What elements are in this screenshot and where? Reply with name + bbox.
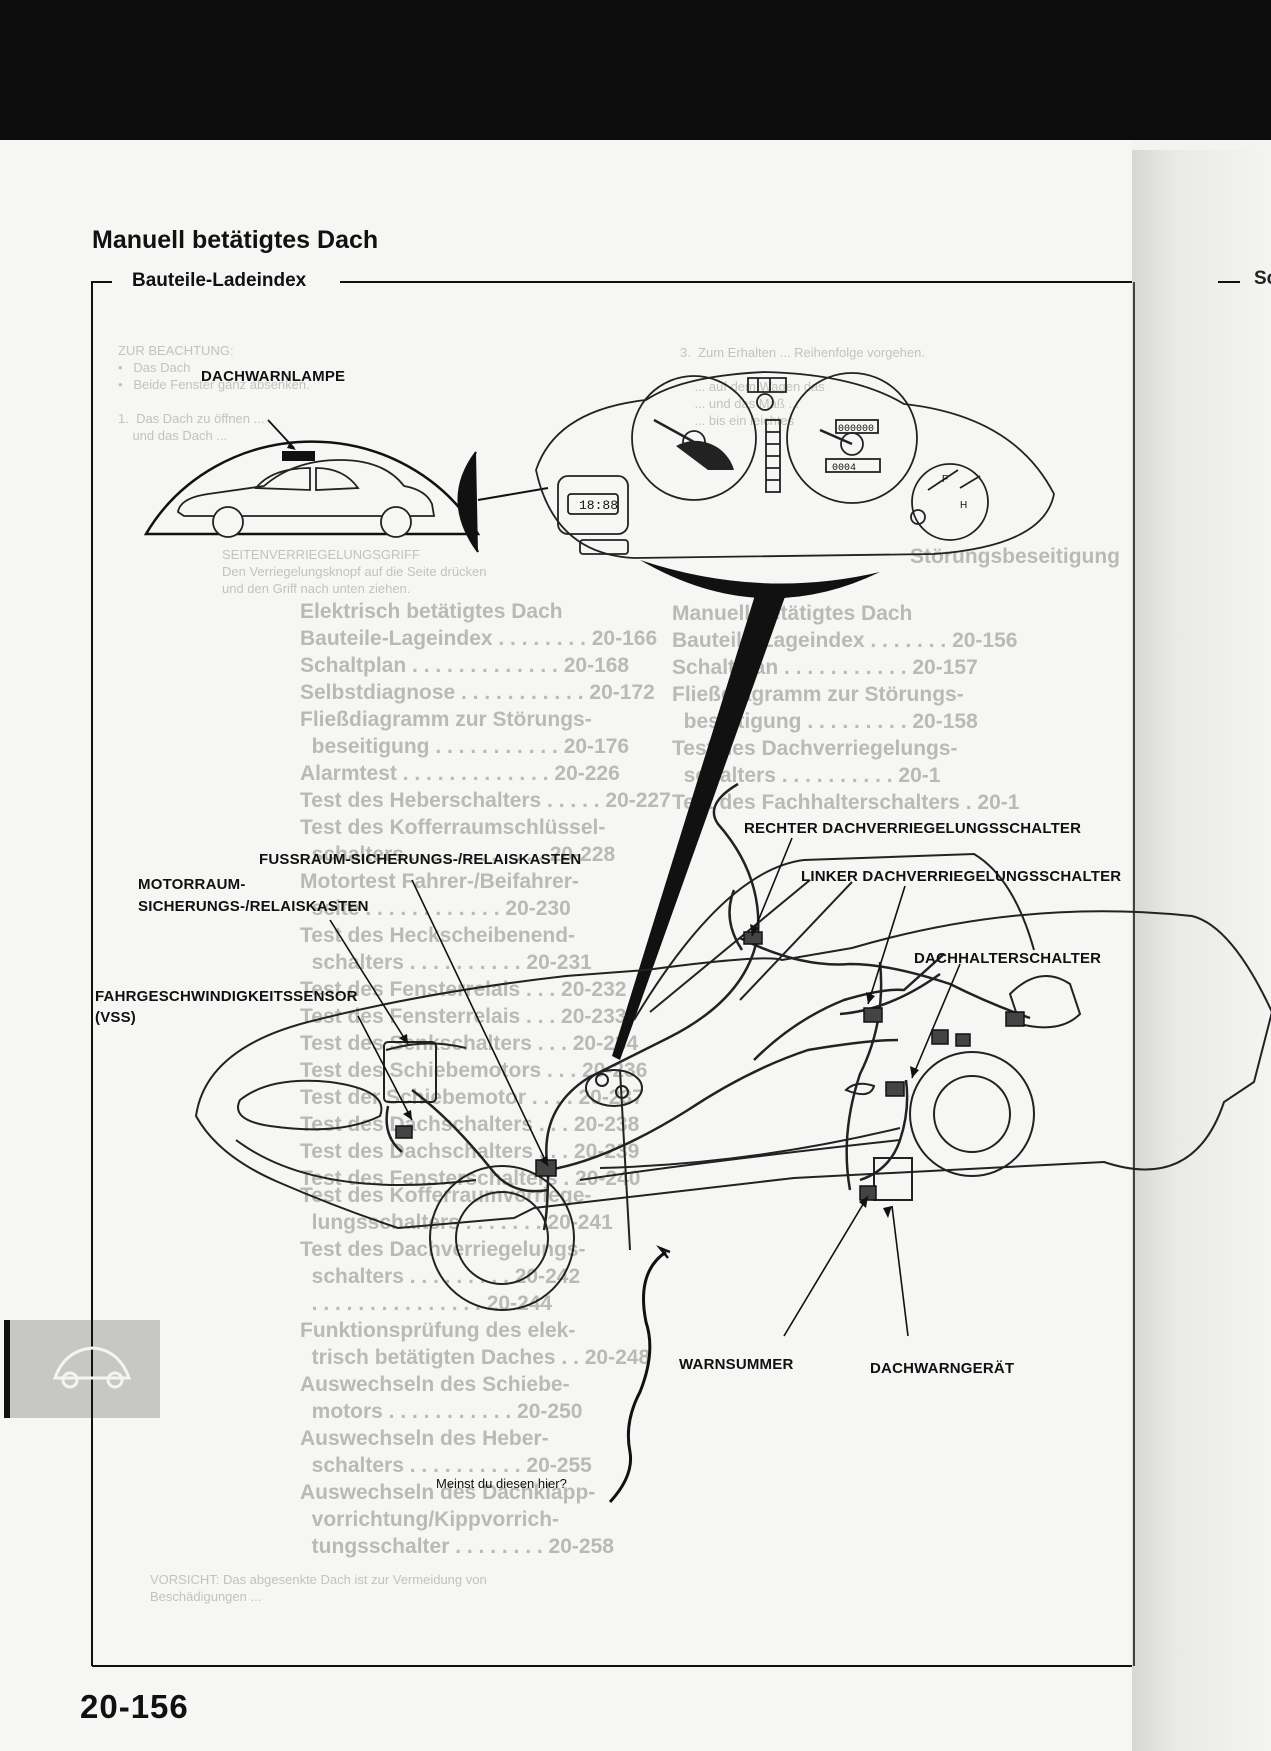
label-vss-line2: (VSS) xyxy=(95,1009,137,1026)
bleed-through-note-mid: SEITENVERRIEGELUNGSGRIFF Den Verriegelun… xyxy=(222,547,487,596)
bleed-through-note-bottom: VORSICHT: Das abgesenkte Dach ist zur Ve… xyxy=(150,1572,487,1604)
handwritten-annotation-arrow xyxy=(608,1250,667,1504)
chapter-tab-bar xyxy=(4,1320,14,1418)
harness-connectors xyxy=(395,931,1025,1201)
label-rechter-dachverriegelungsschalter: RECHTER DACHVERRIEGELUNGSSCHALTER xyxy=(744,820,1082,837)
instrument-cluster xyxy=(535,371,1055,559)
section-heading: Bauteile-Ladeindex xyxy=(126,270,313,292)
leader-arrowheads xyxy=(399,924,919,1218)
roof-warning-lamp-inset xyxy=(143,440,481,536)
inset-car-silhouette xyxy=(177,459,436,538)
label-dachhalterschalter: DACHHALTERSCHALTER xyxy=(914,950,1102,967)
scan-right-page-edge xyxy=(1132,150,1271,1751)
chapter-tab xyxy=(10,1320,160,1418)
leader-dachhalterschalter xyxy=(911,963,961,1079)
page-number: 20-156 xyxy=(80,1688,189,1725)
handwritten-annotation-text: Meinst du diesen hier? xyxy=(436,1476,567,1491)
scan-dark-border xyxy=(0,0,1271,140)
car-body xyxy=(194,852,1271,1311)
manual-page xyxy=(0,140,1132,1751)
label-dachwarnlampe: DACHWARNLAMPE xyxy=(201,368,346,385)
cluster-lower-arc xyxy=(640,560,880,599)
leader-linker-schalter xyxy=(867,885,906,1005)
cluster-pointer-wedge xyxy=(612,592,786,1060)
section-frame-left xyxy=(91,281,112,1666)
cluster-trip: 0004 xyxy=(832,463,856,474)
cluster-clock-text: 18:88 xyxy=(579,498,618,513)
page-title: Manuell betätigtes Dach xyxy=(92,226,379,254)
cluster-fuel-f: F xyxy=(942,474,948,485)
label-vss-line1: FAHRGESCHWINDIGKEITSSENSOR xyxy=(95,988,358,1005)
leader-dachwarngeraet xyxy=(891,1205,909,1337)
bleed-through-left: Elektrisch betätigtes Dach Bauteile-Lage… xyxy=(300,600,671,866)
leader-fussraum xyxy=(411,879,549,1167)
bleed-through-note-top: ZUR BEACHTUNG: • Das Dach • Beide Fenste… xyxy=(118,343,310,443)
wiring-harness xyxy=(385,782,1031,1231)
label-dachwarngeraet: DACHWARNGERÄT xyxy=(870,1360,1015,1377)
label-fussraum-sicherungskasten: FUSSRAUM-SICHERUNGS-/RELAISKASTEN xyxy=(259,851,582,868)
chapter-tab-car-icon xyxy=(52,1346,132,1389)
label-motorraum-line1: MOTORRAUM- xyxy=(138,876,246,893)
leader-motorraum xyxy=(329,919,409,1045)
cluster-temp-h: H xyxy=(960,500,967,511)
inset-connector-curve xyxy=(457,451,479,553)
bleed-through-note-right: 3. Zum Erhalten ... Reihenfolge vorgehen… xyxy=(680,345,925,428)
right-page-fragment: Sc xyxy=(1254,268,1271,289)
label-warnsummer: WARNSUMMER xyxy=(679,1356,794,1373)
roof-warning-lamp-indicator xyxy=(282,451,315,461)
cluster-odometer: 000000 xyxy=(838,424,874,435)
leader-rechter-schalter xyxy=(751,837,793,937)
leader-lines xyxy=(329,837,961,1337)
speedo-red-zone xyxy=(676,440,734,470)
leader-warnsummer xyxy=(783,1195,869,1337)
bleed-through-lower: Test des Kofferraumverriege- lungsschalt… xyxy=(300,1184,651,1558)
label-linker-dachverriegelungsschalter: LINKER DACHVERRIEGELUNGSSCHALTER xyxy=(801,868,1122,885)
label-motorraum-line2: SICHERUNGS-/RELAISKASTEN xyxy=(138,898,369,915)
leader-vss xyxy=(357,1015,413,1121)
